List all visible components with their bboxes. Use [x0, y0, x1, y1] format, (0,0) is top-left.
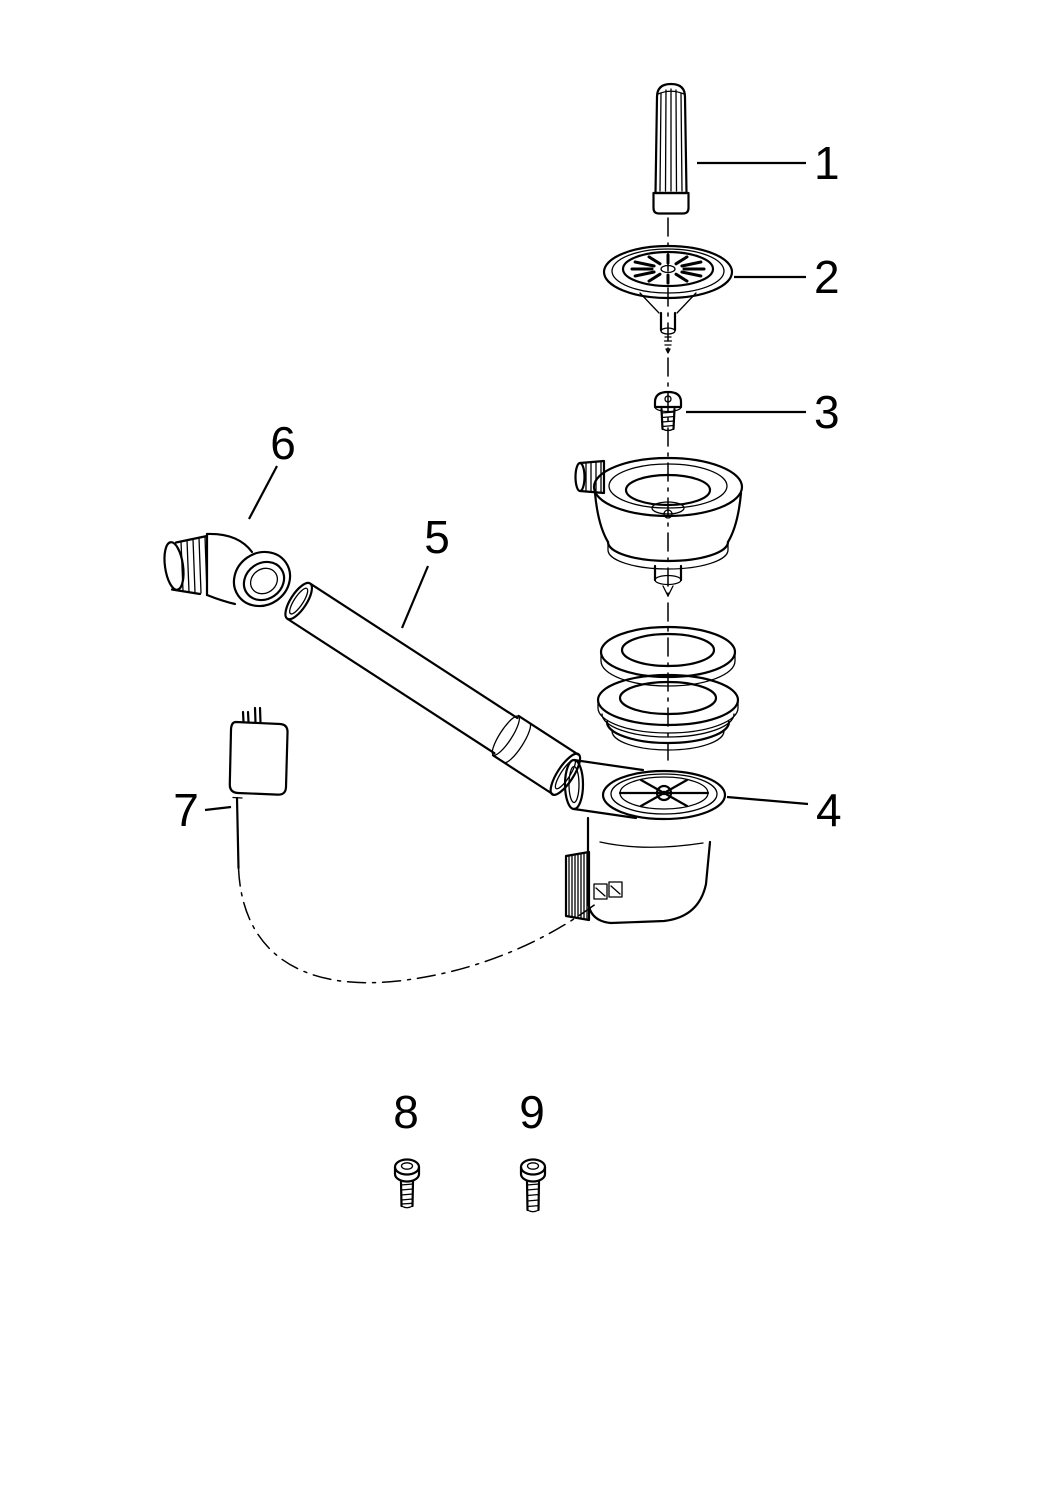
- part-4-drain-flange-body: [574, 456, 744, 597]
- part-7-actuator-box: [228, 706, 289, 870]
- leader-line-5: [400, 565, 430, 629]
- part-label-7: 7: [173, 784, 199, 836]
- part-3-screw: [653, 390, 683, 432]
- part-label-4: 4: [816, 784, 842, 836]
- part-6-elbow-fitting: [163, 532, 292, 608]
- leader-line-7: [204, 805, 232, 812]
- part-4-outlet-elbow: [563, 758, 727, 925]
- part-8-screw: [393, 1158, 421, 1209]
- leader-line-4: [726, 795, 809, 806]
- part-label-5: 5: [424, 511, 450, 563]
- part-label-6: 6: [270, 417, 296, 469]
- part-2-strainer-basket: [602, 244, 734, 354]
- part-label-9: 9: [519, 1086, 545, 1138]
- cable-line: [237, 867, 598, 984]
- part-label-8: 8: [393, 1086, 419, 1138]
- part-label-2: 2: [814, 251, 840, 303]
- part-4-gasket-rings: [596, 625, 740, 751]
- part-9-screw: [519, 1158, 547, 1213]
- part-label-3: 3: [814, 386, 840, 438]
- part-label-1: 1: [814, 137, 840, 189]
- part-5-pipe: [284, 581, 582, 796]
- leader-line-6: [248, 465, 278, 520]
- part-1-knob: [652, 82, 690, 215]
